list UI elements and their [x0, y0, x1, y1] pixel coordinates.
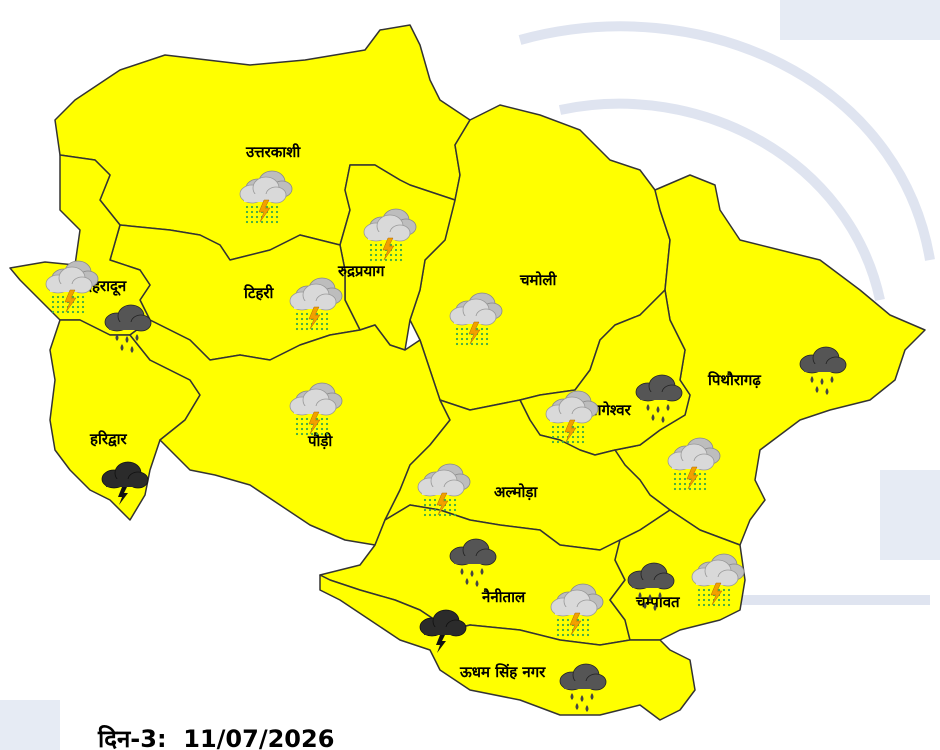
day-label: दिन-3: — [98, 725, 167, 750]
heavy-rain-icon — [799, 346, 847, 395]
district-label-uttarkashi: उत्तरकाशी — [245, 143, 301, 161]
thunderstorm-rain-icon — [667, 437, 721, 491]
thunderstorm-rain-icon — [289, 277, 343, 331]
thunderstorm-rain-icon — [239, 170, 293, 224]
thunderstorm-rain-icon — [289, 382, 343, 436]
forecast-date: 11/07/2026 — [183, 725, 335, 750]
heavy-rain-icon — [559, 663, 607, 712]
district-label-bageshwar: बागेश्वर — [588, 401, 632, 419]
heavy-rain-icon — [449, 538, 497, 587]
district-area-haridwar[interactable] — [49, 319, 201, 521]
district-label-champawat: चम्पावत — [635, 593, 681, 611]
heavy-rain-icon — [104, 304, 152, 353]
district-label-rudraprayag: रुद्रप्रयाग — [337, 262, 385, 280]
thunderstorm-rain-icon — [363, 208, 417, 262]
thunderstorm-rain-icon — [550, 583, 604, 637]
district-label-chamoli: चमोली — [519, 271, 558, 289]
thunderstorm-rain-icon — [417, 463, 471, 517]
heavy-rain-icon — [635, 374, 683, 423]
district-label-haridwar: हरिद्वार — [89, 430, 127, 448]
thunderstorm-rain-icon — [45, 260, 99, 314]
heavy-rain-icon — [627, 562, 675, 611]
severe-thunderstorm-icon — [419, 609, 467, 653]
district-label-pithoragarh: पिथौरागढ़ — [707, 371, 761, 389]
forecast-date-caption: दिन-3: 11/07/2026 — [98, 722, 334, 750]
district-label-nainital: नैनीताल — [481, 588, 526, 606]
thunderstorm-rain-icon — [545, 390, 599, 444]
district-label-tehri: टिहरी — [243, 284, 275, 302]
thunderstorm-rain-icon — [691, 553, 745, 607]
district-label-pauri: पौड़ी — [307, 432, 333, 450]
thunderstorm-rain-icon — [449, 292, 503, 346]
district-area-champawat[interactable] — [609, 509, 746, 641]
district-label-udham-singh-nagar: ऊधम सिंह नगर — [459, 663, 546, 681]
district-label-almora: अल्मोड़ा — [494, 483, 538, 501]
severe-thunderstorm-icon — [101, 461, 149, 505]
